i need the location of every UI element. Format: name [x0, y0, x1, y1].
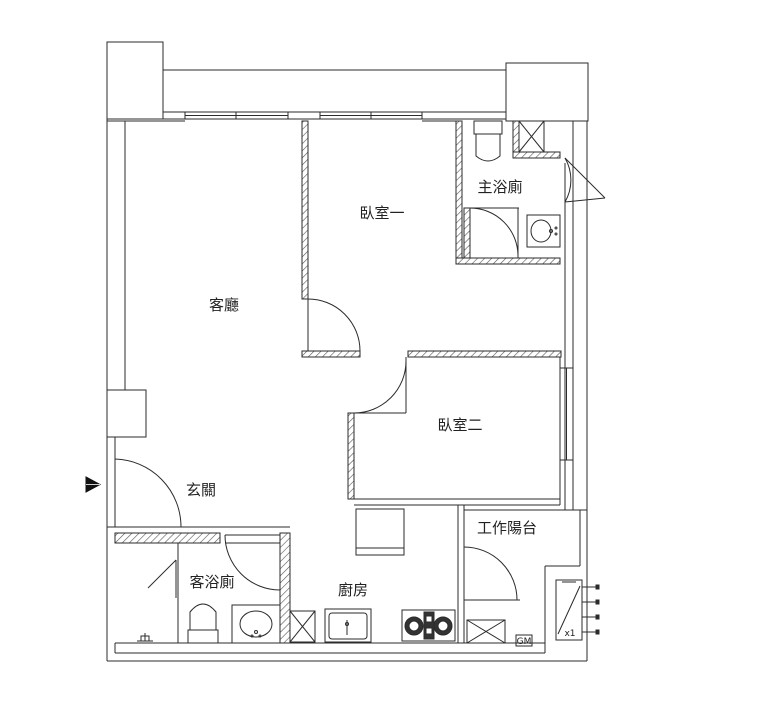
master-shower-icon — [518, 120, 545, 153]
kitchen-storage-icon — [289, 610, 316, 643]
guest-sink-icon — [231, 604, 281, 644]
bedroom1-label: 臥室一 — [359, 204, 404, 222]
north-windows — [184, 111, 506, 122]
structural-columns — [106, 41, 589, 438]
gas-stove-icon — [401, 609, 456, 642]
living-room-label: 客廳 — [209, 296, 239, 314]
master-sink-icon — [526, 214, 561, 248]
water-heater-label: x1 — [564, 629, 575, 639]
guest-bath-label: 客浴廁 — [189, 573, 234, 591]
bedroom2-label: 臥室二 — [437, 416, 482, 434]
south-wall — [107, 642, 587, 662]
kitchen-label: 廚房 — [338, 581, 368, 599]
interior-walls — [114, 120, 562, 644]
guest-faucet-icon — [137, 633, 153, 642]
master-toilet-icon — [473, 120, 503, 162]
service-balcony-label: 工作陽台 — [477, 519, 537, 537]
kitchen-sink-icon — [324, 608, 372, 643]
master-bath-label: 主浴廁 — [477, 178, 522, 196]
entrance-label: 玄關 — [186, 481, 216, 499]
doors — [114, 157, 606, 601]
guest-toilet-icon — [187, 603, 219, 644]
kitchen-walls — [115, 357, 581, 653]
east-wall — [559, 120, 588, 661]
gas-meter-icon — [515, 634, 533, 647]
balcony-sink-icon — [466, 619, 506, 644]
water-heater-icon — [555, 579, 600, 641]
gas-meter-label: GM — [517, 637, 532, 647]
refrigerator-icon — [355, 508, 405, 556]
north-wall — [107, 69, 506, 122]
